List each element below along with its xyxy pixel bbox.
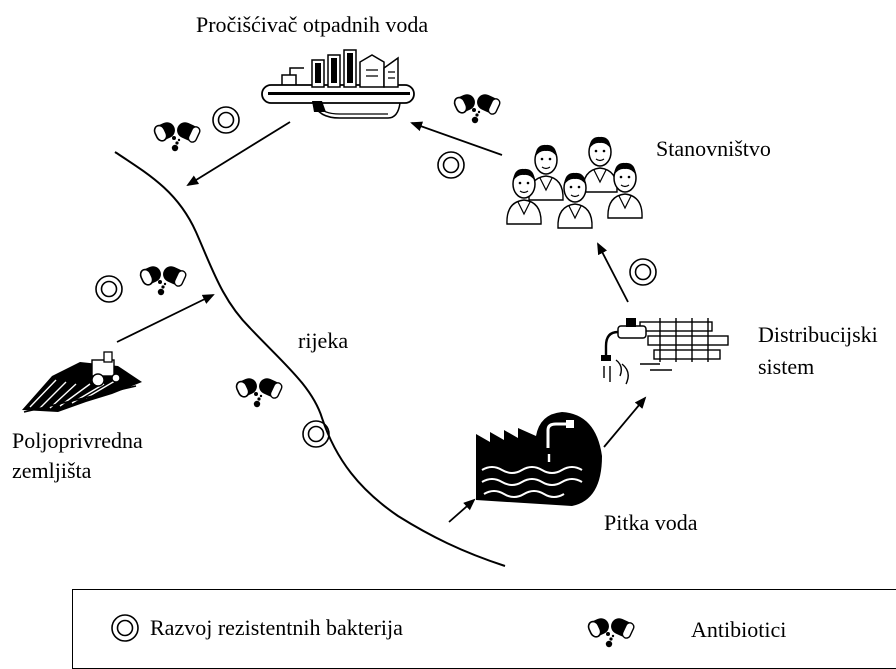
- antibiotics-icon: [151, 118, 202, 152]
- arrow-drinking-to-distribution: [603, 396, 647, 448]
- legend-antibiotics-label: Antibiotici: [691, 617, 787, 642]
- people-group-icon: [506, 136, 643, 229]
- arrow-plant-to-river: [186, 121, 291, 187]
- faucet-pipes-icon: [601, 318, 729, 385]
- arrow-population-to-plant: [410, 121, 503, 156]
- river-line: [114, 151, 506, 567]
- antibiotics-icon: [451, 90, 502, 124]
- tractor-field-icon: [22, 351, 142, 413]
- antibiotics-icon: [137, 262, 188, 297]
- legend-resistance-label: Razvoj rezistentnih bakterija: [150, 615, 403, 640]
- resistance-icon: [212, 106, 240, 134]
- agriculture-label-line1: Poljoprivredna: [12, 428, 143, 453]
- population-label: Stanovništvo: [656, 136, 771, 161]
- arrow-river-to-drinking-water: [448, 498, 476, 523]
- river-label: rijeka: [298, 328, 349, 353]
- resistance-icon: [629, 258, 657, 286]
- agriculture-label-line2: zemljišta: [12, 458, 92, 483]
- arrow-agriculture-to-river: [116, 294, 215, 343]
- arrow-distribution-to-population: [597, 242, 629, 303]
- drinking-water-label: Pitka voda: [604, 510, 698, 535]
- resistance-icon: [302, 420, 330, 448]
- distribution-label-line2: sistem: [758, 354, 815, 379]
- factory-icon: [261, 49, 415, 119]
- distribution-label-line1: Distribucijski: [758, 322, 878, 347]
- resistance-icon: [95, 275, 123, 303]
- antibiotics-icon: [233, 374, 284, 409]
- treatment-plant-label: Pročišćivač otpadnih voda: [196, 12, 429, 37]
- resistance-icon: [437, 151, 465, 179]
- water-plant-icon: [476, 412, 602, 506]
